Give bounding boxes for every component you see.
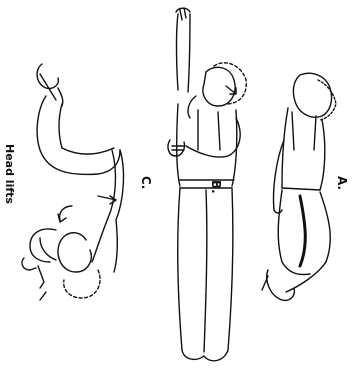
label-a: A. (335, 176, 349, 190)
figure-title: Head lifts (3, 144, 16, 204)
figure-a (262, 73, 336, 300)
figure-b (168, 8, 246, 361)
figure-c (22, 64, 123, 300)
label-c: C. (139, 176, 153, 189)
label-b: B. (209, 180, 223, 194)
